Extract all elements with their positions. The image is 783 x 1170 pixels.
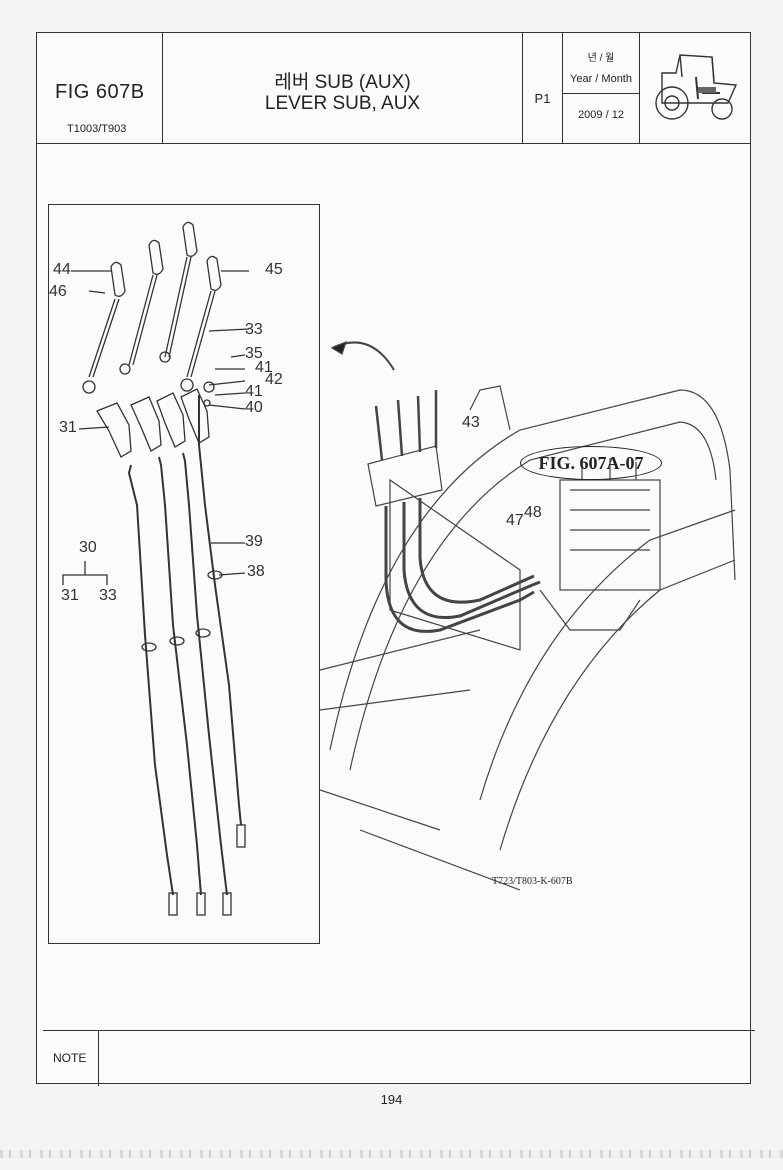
exploded-parts-inset: 44 46 45 33 35 41 42 41 40 31 39 38 30 3… <box>48 204 320 944</box>
note-label-cell: NOTE <box>43 1031 99 1086</box>
callout-47: 47 <box>506 512 524 529</box>
lever-knob-3 <box>182 221 198 257</box>
callout-38: 38 <box>247 563 265 580</box>
callout-40: 40 <box>245 399 263 416</box>
page-number: 194 <box>380 1092 403 1107</box>
scan-artifact <box>0 1150 783 1158</box>
title-block: FIG 607B T1003/T903 레버 SUB (AUX) LEVER S… <box>37 33 750 144</box>
page-code-cell: P1 <box>523 33 563 143</box>
title-korean: 레버 SUB (AUX) <box>274 72 411 93</box>
callout-31-sub: 31 <box>61 587 79 604</box>
model-code: T1003/T903 <box>67 123 127 135</box>
tractor-thumbnail-cell <box>640 33 752 143</box>
figure-number: FIG 607B <box>55 81 145 103</box>
lever-knob-2 <box>148 239 164 275</box>
callout-33: 33 <box>245 321 263 338</box>
title-english: LEVER SUB, AUX <box>264 93 421 114</box>
revision-date: 2009 / 12 <box>578 109 624 121</box>
exploded-lever-drawing <box>62 221 250 916</box>
divider <box>563 93 639 94</box>
arrow-head <box>330 340 347 355</box>
figure-reference-link[interactable]: FIG. 607A-07 <box>520 446 662 480</box>
installation-drawing <box>320 340 736 891</box>
callout-46: 46 <box>49 283 67 300</box>
year-month-cell: 년 / 월 Year / Month 2009 / 12 <box>563 33 640 143</box>
callout-30-assembly: 30 <box>79 539 97 556</box>
tractor-icon <box>655 54 738 120</box>
callout-42: 42 <box>265 371 283 388</box>
callout-48: 48 <box>524 504 542 521</box>
callout-44: 44 <box>53 261 71 278</box>
title-cell: 레버 SUB (AUX) LEVER SUB, AUX <box>163 33 523 143</box>
drawing-code: T723/T803-K-607B <box>492 876 573 887</box>
page-code: P1 <box>534 91 551 106</box>
lever-knob-1 <box>110 261 126 297</box>
callout-41-lower: 41 <box>245 383 263 400</box>
callout-33-sub: 33 <box>99 587 117 604</box>
callout-35: 35 <box>245 345 263 362</box>
callout-43: 43 <box>462 414 480 431</box>
note-label: NOTE <box>53 1051 87 1065</box>
callout-39: 39 <box>245 533 263 550</box>
callout-31: 31 <box>59 419 77 436</box>
note-row: NOTE <box>43 1030 755 1086</box>
lever-knob-4 <box>206 255 222 291</box>
fig-cell: FIG 607B T1003/T903 <box>37 33 163 143</box>
callout-45: 45 <box>265 261 283 278</box>
year-month-label: Year / Month <box>570 73 632 85</box>
callout-41: 41 <box>255 359 273 376</box>
year-month-korean: 년 / 월 <box>587 53 615 64</box>
